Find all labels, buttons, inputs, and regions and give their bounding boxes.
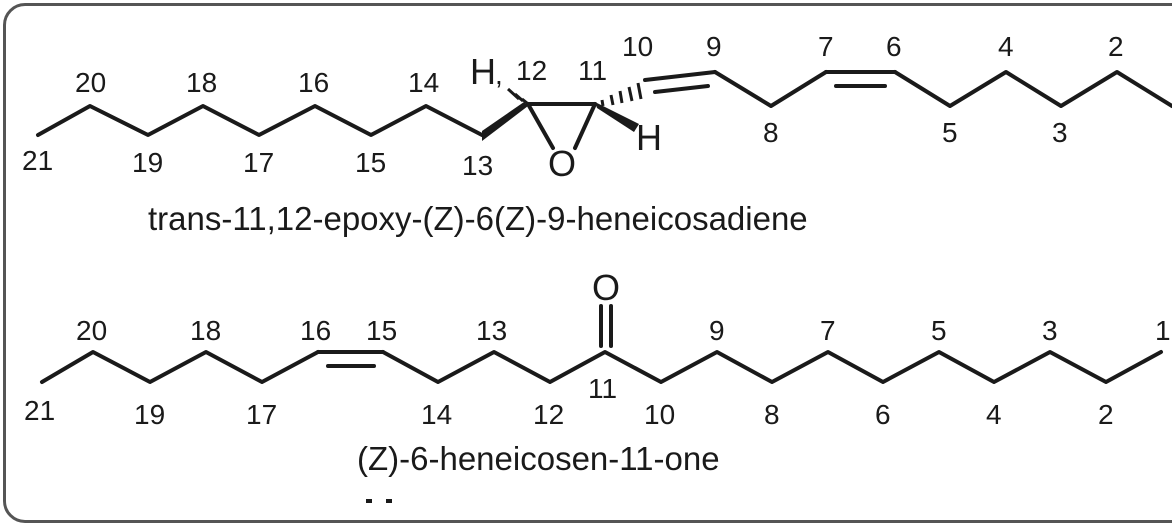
mol1-num-15: 15 [355, 147, 386, 178]
mol1-num-20: 20 [75, 67, 106, 98]
mol2-chain-left [40, 350, 320, 384]
structures-svg: 21 20 19 18 17 16 15 14 13 12 11 10 9 8 … [22, 31, 1172, 503]
mol1-num-7: 7 [818, 31, 834, 62]
mol1-epoxide-c11-o [573, 102, 597, 150]
mol2-num-6: 6 [875, 399, 891, 430]
mol2-num-21: 21 [24, 395, 55, 426]
mol1-wedge-c11-h [595, 102, 639, 132]
mol1-num-3: 3 [1052, 117, 1068, 148]
mol2-name: (Z)-6-heneicosen-11-one [357, 440, 720, 477]
mol2-num-5: 5 [931, 315, 947, 346]
mol1-bond-c10-c9 [643, 70, 717, 82]
mol2-num-11: 11 [588, 373, 617, 404]
mol2-num-17: 17 [246, 399, 277, 430]
mol2-num-3: 3 [1042, 315, 1058, 346]
mol1-bond-c10-c9-second [653, 84, 710, 94]
mol1-epoxide-c12-o [526, 102, 555, 150]
mol1-name: trans-11,12-epoxy-(Z)-6(Z)-9-heneicosadi… [148, 200, 808, 237]
mol1-hash-c12-h [506, 87, 528, 105]
mol2-num-1: 1 [1155, 315, 1171, 346]
mol2-chain-right [381, 350, 1163, 384]
mol1-num-5: 5 [942, 117, 958, 148]
mol1-num-4: 4 [998, 31, 1014, 62]
mol1-num-19: 19 [132, 147, 163, 178]
molecule-1: 21 20 19 18 17 16 15 14 13 12 11 10 9 8 … [22, 31, 1172, 237]
mol1-wedge-c13-c12 [482, 102, 528, 141]
mol2-num-16: 16 [300, 315, 331, 346]
mol1-num-16: 16 [298, 67, 329, 98]
mol2-atom-oxygen: O [592, 267, 620, 308]
mol2-num-19: 19 [134, 399, 165, 430]
mol2-num-18: 18 [190, 315, 221, 346]
mol1-chain-right [893, 70, 1172, 108]
mol2-num-10: 10 [644, 399, 675, 430]
mol1-num-12: 12 [516, 55, 547, 86]
mol2-num-15: 15 [366, 315, 397, 346]
mol1-num-18: 18 [186, 67, 217, 98]
mol1-atom-h-c11: H [636, 117, 662, 158]
mol2-num-8: 8 [764, 399, 780, 430]
mol1-hash-c11-c10 [600, 82, 643, 107]
mol1-num-11: 11 [578, 55, 607, 86]
mol1-atom-oxygen: O [548, 143, 576, 184]
mol1-num-6: 6 [886, 31, 902, 62]
mol2-num-14: 14 [421, 399, 452, 430]
cut-off-fragment [366, 499, 392, 503]
mol2-num-13: 13 [476, 315, 507, 346]
molecule-2: 21 20 19 18 17 16 15 14 13 12 11 10 9 8 … [24, 267, 1171, 477]
diagram-stage: 21 20 19 18 17 16 15 14 13 12 11 10 9 8 … [3, 3, 1172, 523]
mol1-num-2: 2 [1108, 31, 1124, 62]
mol1-num-10: 10 [622, 31, 653, 62]
mol2-num-7: 7 [820, 315, 836, 346]
mol1-num-21: 21 [22, 145, 53, 176]
mol1-chain-c9-c7 [713, 70, 828, 108]
mol1-num-8: 8 [763, 117, 779, 148]
mol1-comma-c12: , [495, 59, 503, 90]
mol2-num-20: 20 [76, 315, 107, 346]
mol2-num-9: 9 [709, 315, 725, 346]
mol1-num-9: 9 [706, 31, 722, 62]
mol2-num-2: 2 [1098, 399, 1114, 430]
mol1-atom-h-c12: H [470, 51, 496, 92]
mol1-chain-left [36, 104, 484, 137]
mol2-num-12: 12 [533, 399, 564, 430]
mol1-num-13: 13 [462, 150, 493, 181]
mol2-num-4: 4 [986, 399, 1002, 430]
mol1-num-14: 14 [408, 67, 439, 98]
mol1-num-17: 17 [243, 147, 274, 178]
